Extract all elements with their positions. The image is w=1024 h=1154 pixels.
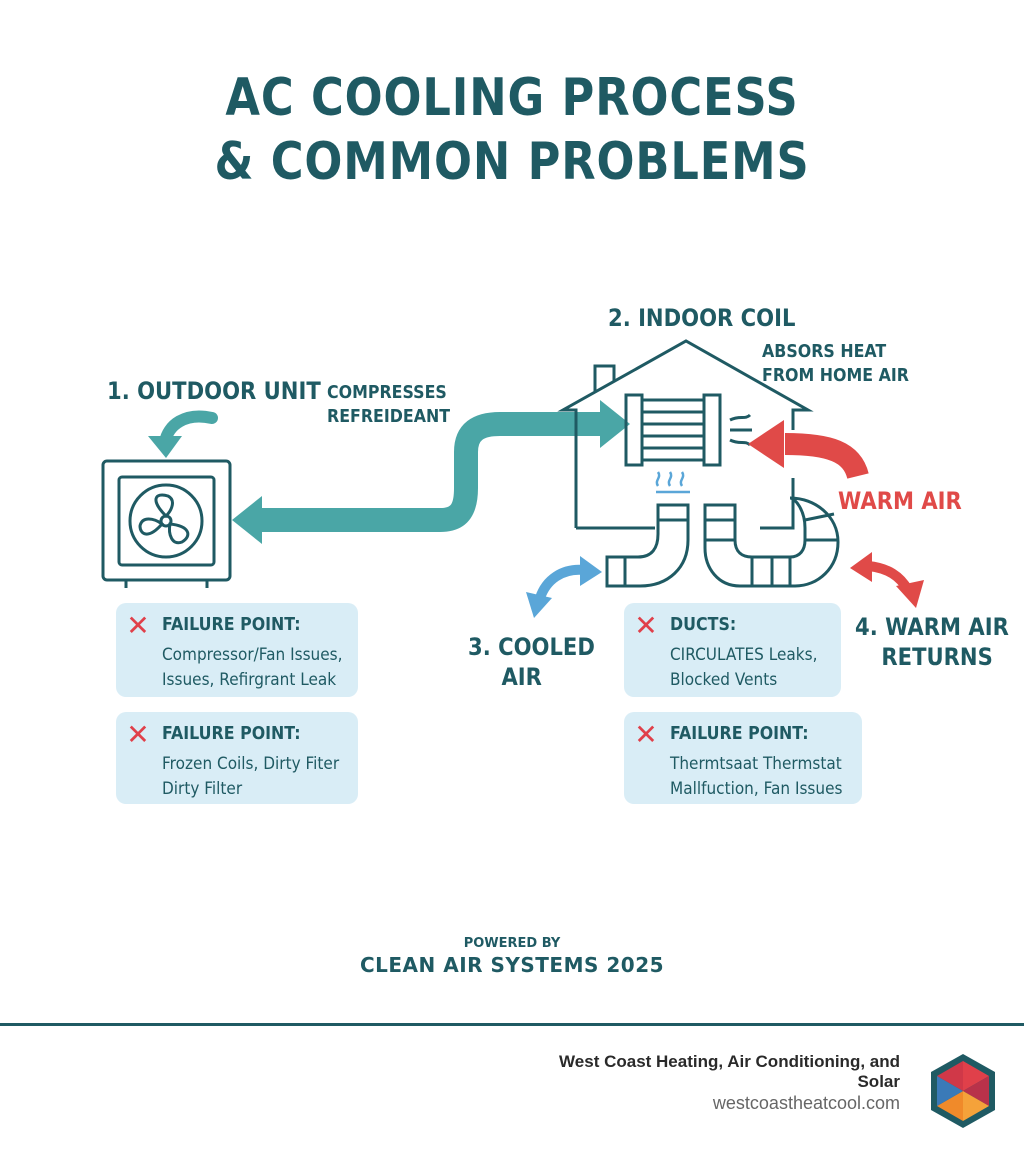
- company-name: West Coast Heating, Air Conditioning, an…: [559, 1052, 900, 1091]
- fail-x-icon: ✕: [126, 718, 150, 751]
- indoor-coil-label: 2. INDOOR COIL: [608, 304, 796, 332]
- powered-by: POWERED BY CLEAN AIR SYSTEMS 2025: [359, 936, 665, 977]
- failure-card-thermostat: ✕ FAILURE POINT: Thermtsaat Thermstat Ma…: [624, 712, 862, 804]
- cooled-air-label: 3. COOLED AIR: [468, 633, 595, 691]
- title-line-2: & COMMON PROBLEMS: [214, 132, 810, 192]
- outdoor-pointer-arrow: [148, 410, 218, 458]
- refrigerant-line-arrow: [232, 400, 630, 544]
- company-url[interactable]: westcoastheatcool.com: [712, 1093, 900, 1113]
- outdoor-unit-icon: [101, 459, 232, 588]
- indoor-coil-icon: [624, 393, 752, 467]
- cooled-air-arrow: [526, 556, 602, 618]
- footer-divider: [0, 1023, 1024, 1026]
- fail-x-icon: ✕: [126, 609, 150, 642]
- absorbs-heat-label: ABSORS HEAT FROM HOME AIR: [762, 341, 909, 386]
- ducts-icon: [605, 496, 840, 588]
- warm-air-returns-label: 4. WARM AIR RETURNS: [855, 613, 1009, 671]
- fail-x-icon: ✕: [634, 609, 658, 642]
- footer-brand: West Coast Heating, Air Conditioning, an…: [540, 1052, 900, 1114]
- failure-card-ducts: ✕ DUCTS: CIRCULATES Leaks, Blocked Vents: [624, 603, 841, 697]
- house-outline-icon: [557, 339, 814, 530]
- warm-return-arrow: [850, 552, 924, 608]
- outdoor-unit-label: 1. OUTDOOR UNIT: [107, 377, 321, 405]
- failure-card-coil: ✕ FAILURE POINT: Frozen Coils, Dirty Fit…: [116, 712, 358, 804]
- compresses-label: COMPRESSES REFREIDEANT: [327, 382, 451, 427]
- warm-air-label: WARM AIR: [838, 487, 962, 515]
- page-title: AC COOLING PROCESS & COMMON PROBLEMS: [72, 66, 953, 194]
- failure-card-outdoor: ✕ FAILURE POINT: Compressor/Fan Issues, …: [116, 603, 358, 697]
- company-logo-icon: [931, 1054, 995, 1128]
- cold-air-wave-icon: [655, 471, 690, 494]
- title-line-1: AC COOLING PROCESS: [225, 68, 799, 128]
- fail-x-icon: ✕: [634, 718, 658, 751]
- warm-air-arrow: [748, 420, 869, 480]
